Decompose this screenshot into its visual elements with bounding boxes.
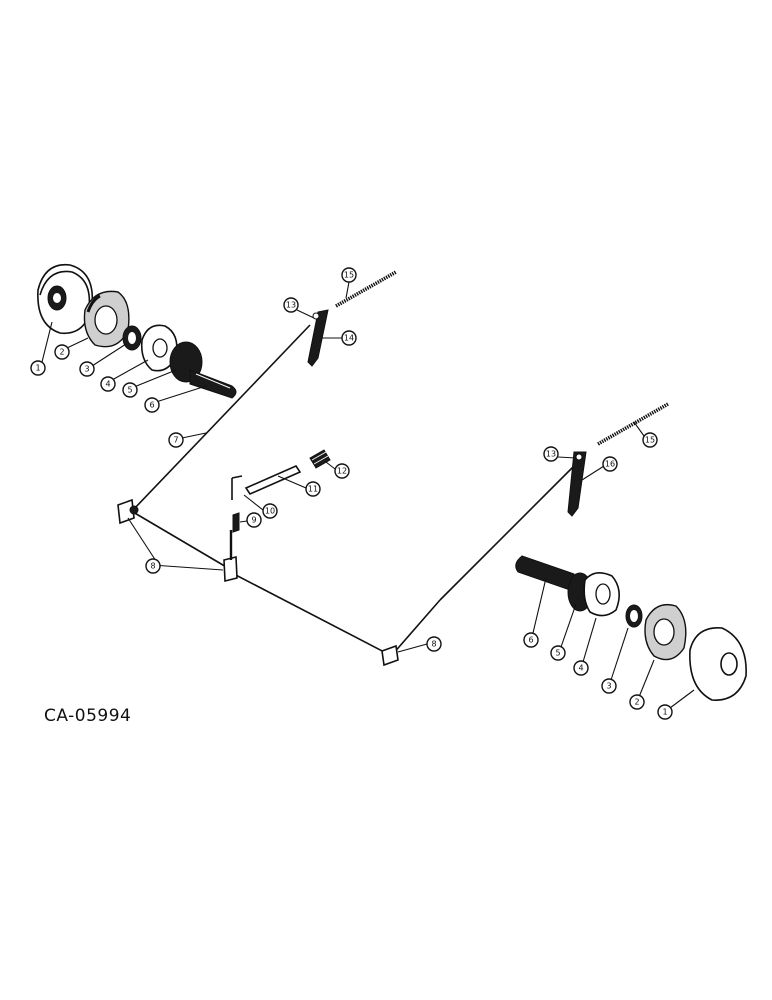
callout-right-1: 1 [657,704,673,720]
callout-text: 13 [286,301,296,310]
arm-10 [231,475,243,500]
callout-text: 12 [337,467,347,476]
callout-right-4: 4 [573,660,589,676]
callout-text: 5 [555,649,560,658]
callout-12: 12 [334,463,350,479]
callout-text: 11 [308,485,318,494]
linkage-rods [132,324,579,656]
callout-left-4: 4 [100,376,116,392]
callout-text: 8 [431,640,436,649]
left-brake-drum [37,263,94,335]
callout-7: 7 [168,432,184,448]
callout-right-2: 2 [629,694,645,710]
callout-text: 13 [546,450,556,459]
callout-10: 10 [262,503,278,519]
callout-8-right: 8 [426,636,442,652]
callout-text: 4 [578,664,583,673]
left-axle [189,369,237,399]
rod-7 [132,324,311,511]
leader-lines [41,281,695,709]
callout-left-6: 6 [144,397,160,413]
callout-text: 2 [59,348,64,357]
callout-text: 10 [265,507,275,516]
callout-left-3: 3 [79,361,95,377]
bracket-left [117,498,139,525]
callout-text: 15 [344,271,354,280]
callout-16: 16 [602,456,618,472]
drawing-code: CA-05994 [44,706,132,726]
callout-text: 3 [84,365,89,374]
callout-13-left: 13 [283,297,299,313]
callout-text: 4 [105,380,110,389]
lever-upper-left [307,309,329,367]
callout-right-5: 5 [550,645,566,661]
spring-12 [309,449,331,469]
callout-11: 11 [305,481,321,497]
pin-9 [232,512,240,533]
callout-text: 8 [150,562,155,571]
callout-text: 1 [662,708,667,717]
callout-text: 14 [344,334,354,343]
callout-15-right: 15 [642,432,658,448]
callout-13-right: 13 [543,446,559,462]
callout-text: 15 [645,436,655,445]
right-brake-shoes [644,603,687,661]
callout-text: 6 [149,401,154,410]
rod-right [391,599,441,656]
callout-right-3: 3 [601,678,617,694]
callout-left-2: 2 [54,344,70,360]
callout-text: 6 [528,636,533,645]
rod-15-left [335,270,397,308]
callout-9: 9 [246,512,262,528]
callout-15-left: 15 [341,267,357,283]
callout-right-6: 6 [523,632,539,648]
right-brake-assembly [515,555,747,701]
callout-8-left: 8 [145,558,161,574]
right-brake-drum [689,627,747,701]
right-bearing-housing [583,572,620,617]
callout-text: 7 [173,436,178,445]
bracket-center [223,530,238,583]
cross-rod-right [229,571,391,656]
callout-text: 1 [35,364,40,373]
right-axle [515,555,575,591]
callout-left-5: 5 [122,382,138,398]
shaft-11 [244,464,302,496]
callout-text: 9 [251,516,256,525]
callout-text: 3 [606,682,611,691]
callout-text: 16 [605,460,615,469]
left-brake-assembly [37,263,237,399]
callout-14: 14 [341,330,357,346]
callout-text: 2 [634,698,639,707]
left-brake-shoes [83,290,130,348]
callout-left-1: 1 [30,360,46,376]
callout-text: 5 [127,386,132,395]
rod-right-upper [439,461,579,601]
cross-rod-left [132,511,229,569]
lever-right [567,451,587,517]
rod-15-right [597,402,669,446]
bracket-right [381,644,399,667]
